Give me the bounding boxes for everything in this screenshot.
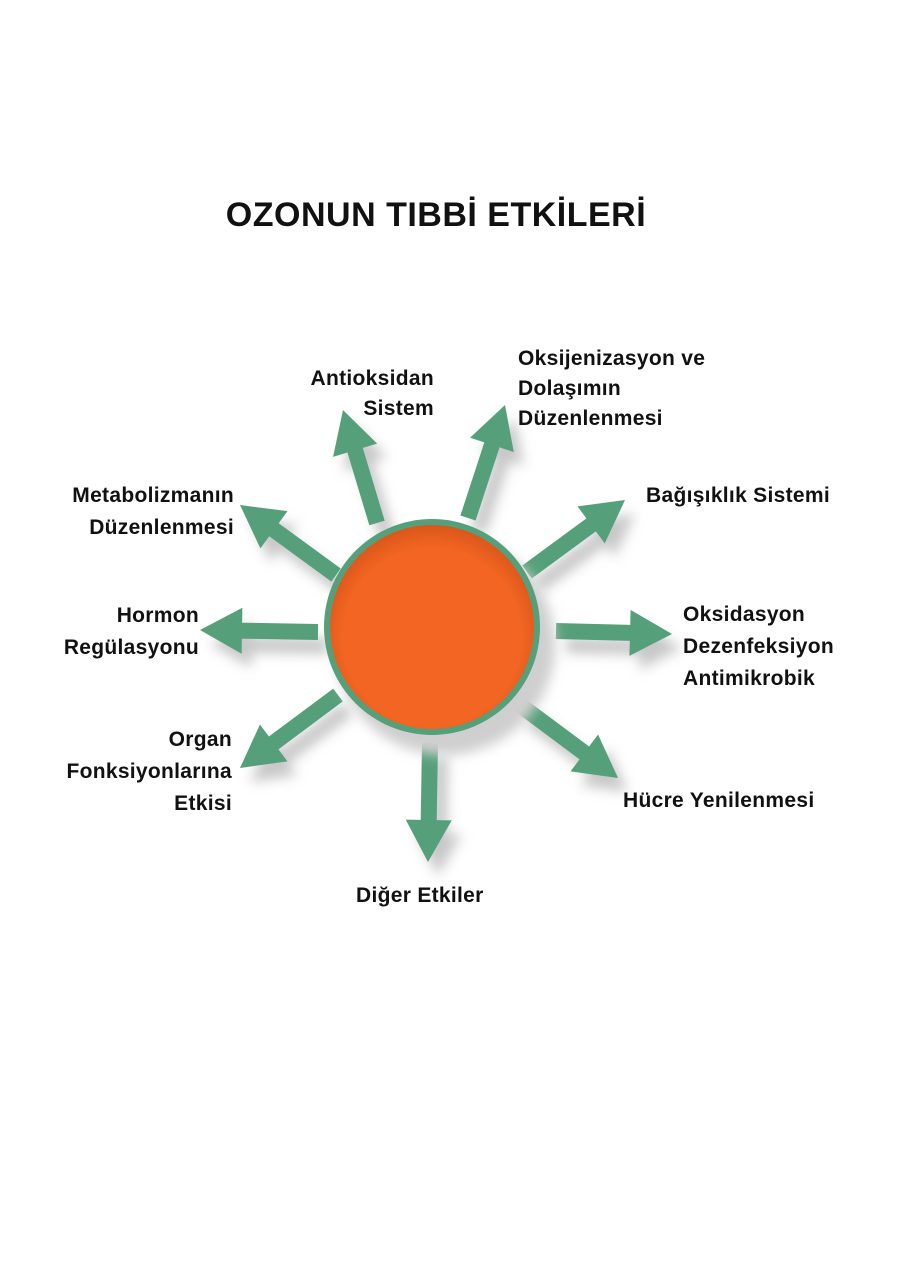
label-diger: Diğer Etkiler bbox=[356, 884, 484, 907]
arrow-oksijenizasyon bbox=[460, 405, 514, 521]
label-hucre: Hücre Yenilenmesi bbox=[623, 789, 815, 812]
arrow-oksidasyon bbox=[555, 609, 672, 656]
arrow-antioksidan bbox=[333, 410, 385, 526]
diagram-title: OZONUN TIBBİ ETKİLERİ bbox=[225, 196, 647, 234]
arrow-diger bbox=[405, 742, 452, 862]
arrow-bagisiklik bbox=[522, 500, 625, 579]
label-bagisiklik: Bağışıklık Sistemi bbox=[646, 484, 830, 507]
arrow-metabolizma bbox=[240, 505, 341, 582]
arrow-hucre bbox=[515, 698, 618, 778]
arrow-hormon bbox=[200, 607, 319, 654]
arrow-organ bbox=[240, 688, 343, 768]
ozone-center-circle bbox=[330, 525, 534, 729]
